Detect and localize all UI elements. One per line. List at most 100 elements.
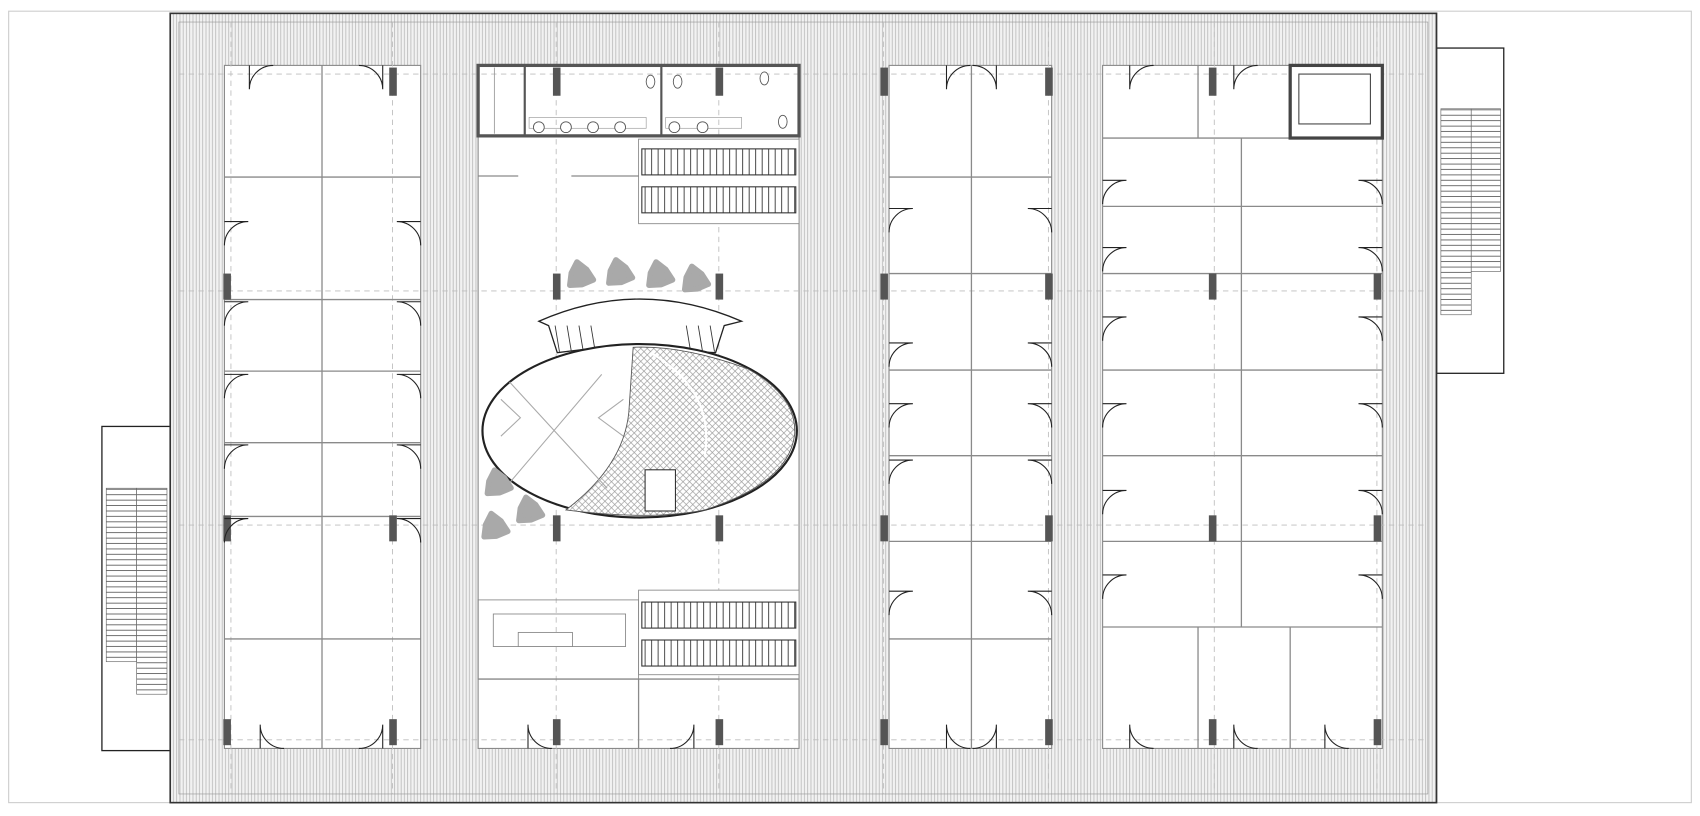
pavilion-paving — [564, 346, 796, 516]
door-swing-icon — [1102, 574, 1127, 599]
doors — [223, 64, 1383, 749]
column — [715, 67, 724, 96]
door-swing-icon — [259, 724, 285, 749]
toilet-icon — [759, 71, 770, 86]
door-swing-icon — [945, 64, 971, 90]
column — [1045, 273, 1053, 300]
escalators-south — [638, 589, 800, 676]
door-swing-icon — [1233, 64, 1258, 90]
escalators-north — [638, 138, 800, 225]
sink-icon — [614, 121, 627, 134]
door-swing-icon — [1358, 489, 1383, 515]
door-swing-icon — [248, 64, 274, 90]
inner-wall-line — [178, 21, 1429, 795]
elevator-core — [1288, 63, 1384, 140]
door-swing-icon — [1358, 574, 1383, 599]
roof-rib — [578, 325, 584, 352]
door-swing-icon — [888, 459, 913, 484]
column — [715, 515, 724, 542]
column — [1208, 273, 1217, 300]
door-swing-icon — [1324, 724, 1349, 749]
door-swing-icon — [527, 724, 552, 749]
door-swing-icon — [1027, 207, 1053, 233]
door-swing-icon — [1358, 403, 1383, 428]
door-swing-icon — [1358, 316, 1383, 341]
toilet-icon — [672, 74, 683, 89]
central-pavilion — [481, 298, 798, 519]
tree-icon — [646, 259, 676, 288]
roof-rib — [554, 325, 560, 352]
column — [880, 719, 888, 746]
tree-icon — [516, 494, 546, 524]
sink-icon — [560, 121, 572, 134]
door-swing-icon — [1102, 403, 1127, 428]
column — [1208, 515, 1217, 542]
column — [223, 719, 231, 746]
door-swing-icon — [1129, 724, 1154, 749]
column — [1373, 515, 1382, 542]
door-swing-icon — [1358, 246, 1383, 272]
roof-rib — [697, 325, 703, 352]
door-swing-icon — [396, 220, 422, 246]
block-east — [1102, 64, 1383, 749]
door-swing-icon — [396, 518, 422, 543]
door-swing-icon — [972, 64, 997, 90]
column — [223, 273, 231, 300]
door-swing-icon — [1027, 590, 1053, 616]
column — [1045, 67, 1053, 96]
door-swing-icon — [223, 444, 249, 469]
column — [1208, 719, 1217, 746]
door-swing-icon — [1102, 246, 1127, 272]
door-swing-icon — [396, 444, 422, 469]
door-swing-icon — [1102, 489, 1127, 515]
stair-east — [1435, 47, 1505, 374]
door-swing-icon — [223, 518, 249, 543]
restrooms — [476, 63, 801, 138]
column — [1373, 719, 1382, 746]
sink-icon — [696, 121, 709, 134]
door-swing-icon — [1233, 724, 1258, 749]
columns — [223, 67, 1382, 746]
toilet-icon — [778, 114, 788, 129]
column — [552, 515, 561, 542]
door-swing-icon — [223, 373, 249, 399]
door-swing-icon — [358, 724, 384, 749]
tree-icon — [681, 263, 712, 293]
column — [389, 67, 397, 96]
column — [1045, 719, 1053, 746]
column — [1045, 515, 1053, 542]
sink-icon — [587, 121, 599, 134]
block-center — [888, 64, 1053, 749]
roof-rib — [566, 325, 572, 352]
toilet-icon — [645, 74, 656, 89]
door-swing-icon — [888, 207, 913, 233]
column — [715, 719, 724, 746]
door-swing-icon — [1102, 316, 1127, 341]
column — [880, 273, 888, 300]
column — [389, 515, 397, 542]
reception-counter — [477, 599, 640, 680]
column — [552, 67, 561, 96]
tree-icon — [481, 510, 511, 540]
column — [1373, 273, 1382, 300]
sink-icon — [668, 121, 681, 134]
door-swing-icon — [1027, 459, 1053, 484]
tree-icon — [567, 259, 597, 288]
door-swing-icon — [888, 590, 913, 616]
column — [223, 515, 231, 542]
column — [389, 719, 397, 746]
door-swing-icon — [223, 301, 249, 326]
door-swing-icon — [396, 373, 422, 399]
tree-icon — [606, 257, 636, 286]
column — [552, 273, 561, 300]
door-swing-icon — [1129, 64, 1154, 90]
partitions — [224, 65, 1383, 749]
door-swing-icon — [888, 403, 913, 428]
roof-rib — [709, 325, 715, 352]
door-swing-icon — [223, 220, 249, 246]
sink-icon — [532, 121, 545, 134]
door-swing-icon — [945, 724, 971, 749]
stair-west — [101, 425, 171, 752]
column — [715, 273, 724, 300]
